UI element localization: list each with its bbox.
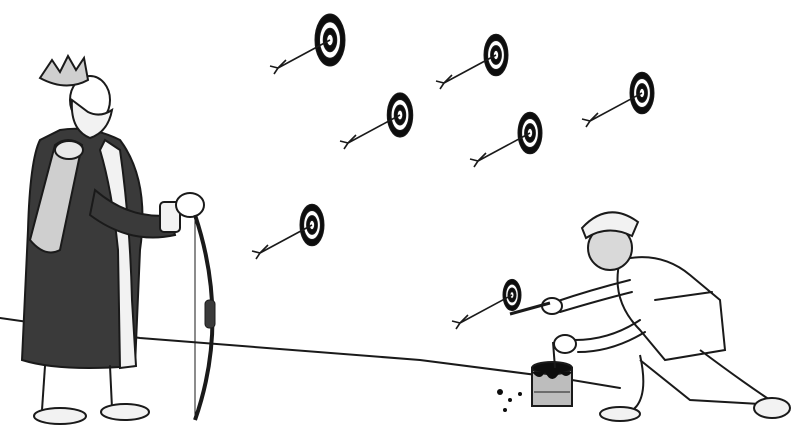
king-arm [88, 188, 177, 239]
target-2 [435, 33, 509, 90]
arrow [443, 54, 497, 84]
arrow [347, 114, 401, 144]
paintbrush [509, 301, 551, 316]
paint-can [531, 341, 573, 407]
target-1 [269, 13, 346, 75]
target-6 [251, 203, 325, 260]
target-7 [451, 278, 522, 330]
painter-cap [580, 211, 640, 240]
arrow [459, 294, 513, 324]
crown-icon [38, 53, 90, 87]
king-fur-trim [98, 138, 138, 370]
arrow [477, 132, 531, 162]
painter-figure [509, 211, 791, 422]
target-5 [469, 111, 543, 168]
king-figure [20, 53, 205, 425]
paint-drips [497, 389, 522, 412]
arrow [589, 92, 643, 122]
targets-group [251, 13, 655, 330]
bow [193, 214, 216, 421]
arrow [259, 224, 313, 254]
target-4 [339, 92, 414, 150]
arrow [277, 39, 331, 69]
painter-tunic [616, 256, 727, 362]
king-beard [70, 98, 114, 140]
target-3 [581, 71, 655, 128]
